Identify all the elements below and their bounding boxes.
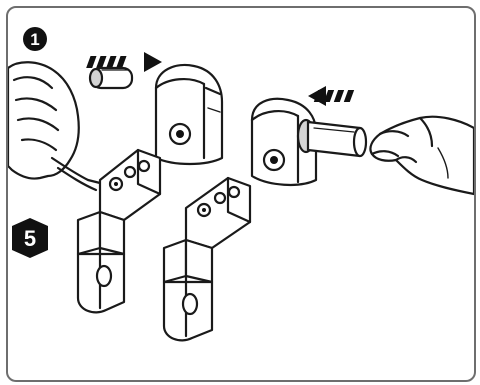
- step-badge: 1: [23, 27, 47, 51]
- right-hand-icon: [370, 117, 474, 194]
- page-marker: 5: [12, 218, 48, 258]
- page-marker-number: 5: [24, 226, 36, 251]
- pin-right-icon: [308, 122, 366, 156]
- bushing-block-right-icon: [252, 99, 316, 185]
- pin-left-icon: [90, 68, 132, 88]
- step-number: 1: [30, 30, 39, 49]
- assembly-illustration: 1 5: [8, 8, 474, 380]
- arrow-left-icon: [308, 86, 354, 106]
- bracket-right-icon: [164, 178, 250, 340]
- bushing-block-left-icon: [156, 65, 222, 164]
- bracket-left-icon: [78, 150, 160, 312]
- illustration-frame: 1 5: [6, 6, 476, 382]
